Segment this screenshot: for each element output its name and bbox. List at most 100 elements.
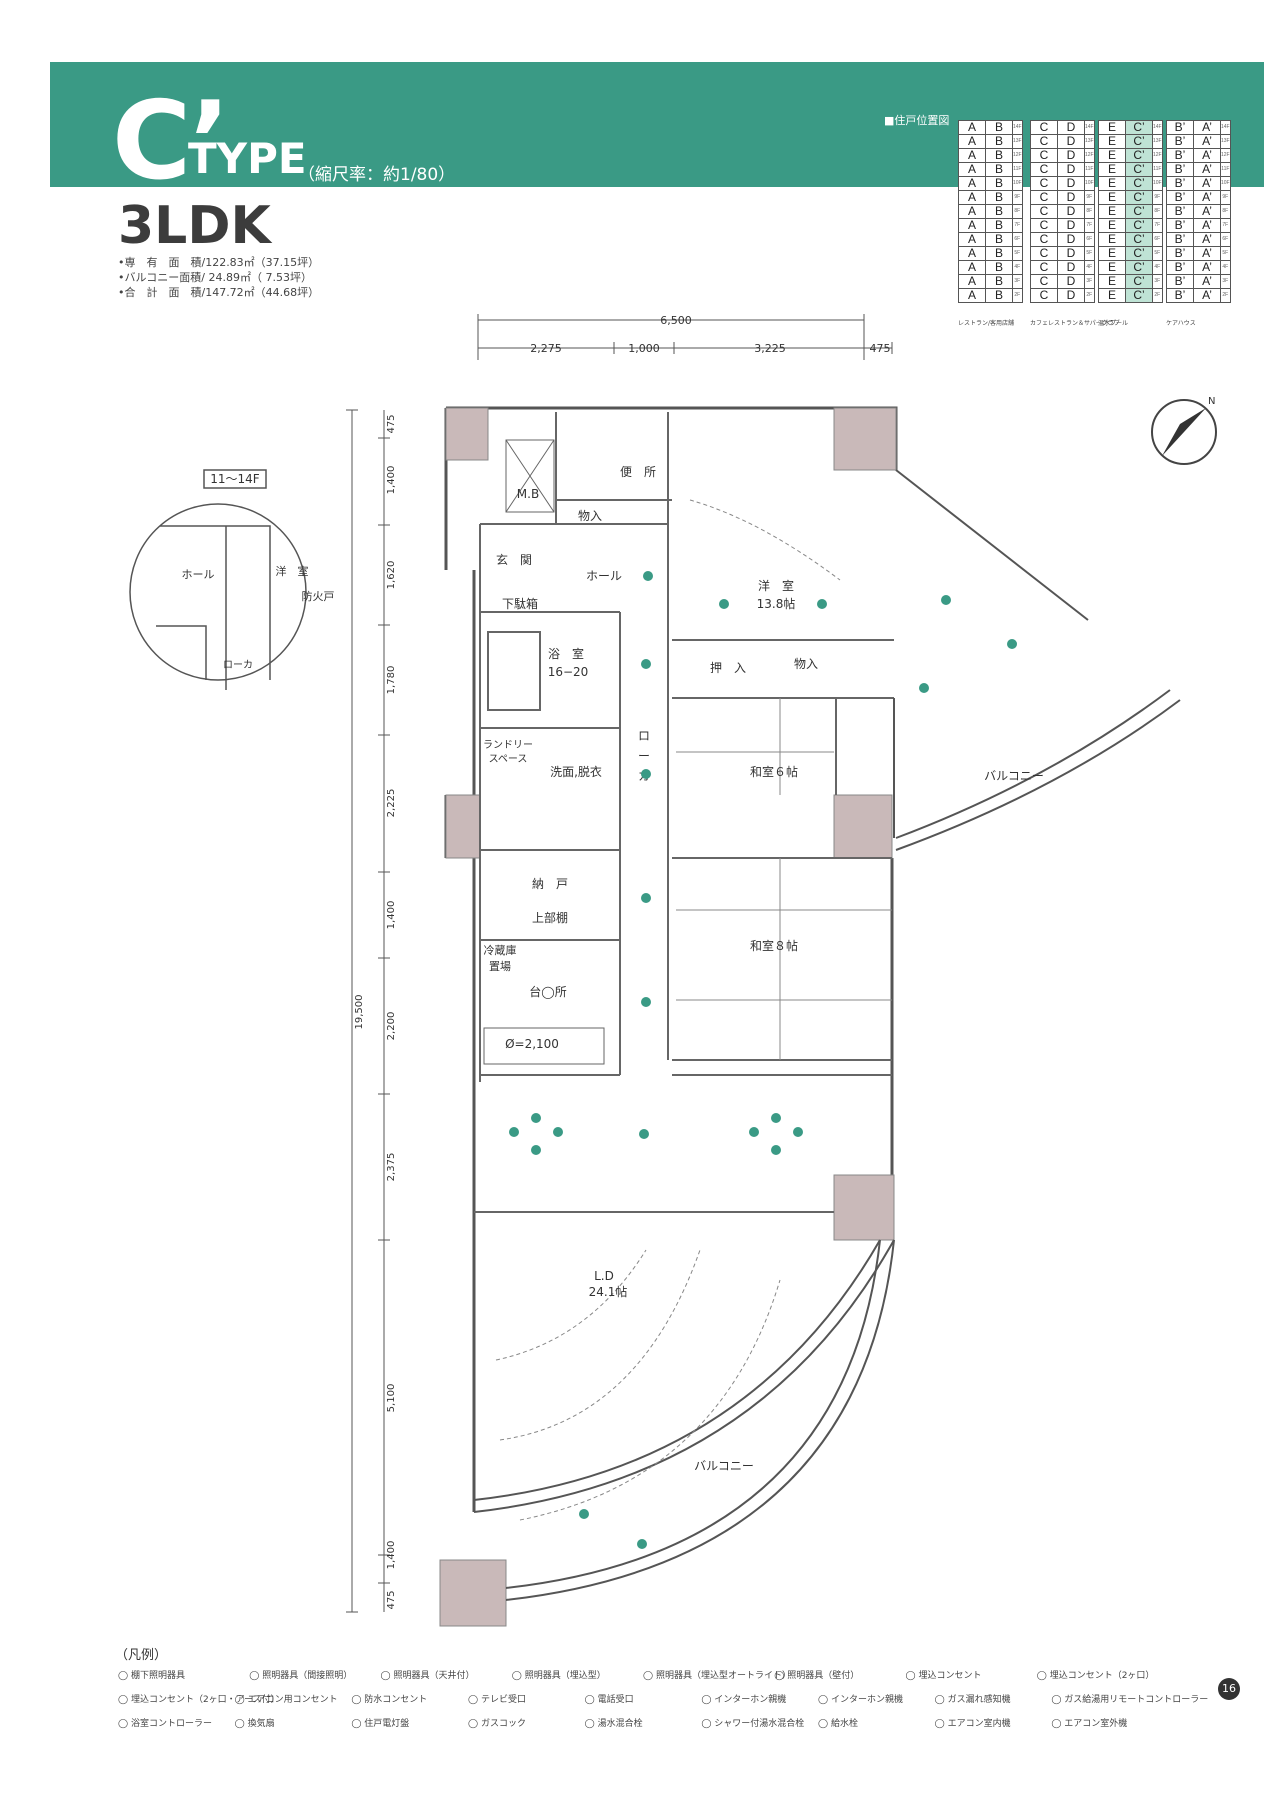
- tatami-8: [676, 858, 892, 1060]
- label-western-size: 13.8帖: [757, 596, 796, 611]
- area-total: •合 計 面 積/147.72㎡（44.68坪）: [118, 286, 320, 299]
- position-cell: B’: [1166, 274, 1194, 289]
- dim-left-total: 19,500: [354, 995, 365, 1030]
- legend-item: ◯ インターホン親機: [818, 1692, 903, 1705]
- legend-item: ◯ テレビ受口: [468, 1692, 526, 1705]
- position-cell: C’: [1125, 148, 1153, 163]
- legend-label: 湯水混合栓: [597, 1719, 643, 1729]
- legend-symbol-icon: ◯: [584, 1719, 598, 1729]
- label-corridor-2: ー: [638, 749, 650, 763]
- legend-symbol-icon: ◯: [905, 1671, 919, 1681]
- floor-plan: N: [129, 314, 1217, 1627]
- position-cell: A’: [1193, 162, 1221, 177]
- dim-top-2: 1,000: [628, 342, 660, 355]
- legend-item: ◯ 埋込コンセント（2ヶ口）: [1037, 1668, 1155, 1681]
- legend-symbol-icon: ◯: [934, 1719, 948, 1729]
- layout-title: 3LDK: [118, 196, 271, 256]
- position-cell: D: [1057, 218, 1085, 233]
- position-map-title: ■住戸位置図: [884, 114, 950, 127]
- legend-symbol-icon: ◯: [380, 1671, 394, 1681]
- dim-left-1: 475: [386, 414, 397, 433]
- position-cell: B: [985, 274, 1013, 289]
- label-japanese-8: 和室８帖: [750, 938, 798, 953]
- dim-left-7: 2,200: [386, 1012, 397, 1041]
- position-cell: A’: [1193, 190, 1221, 205]
- closet-arc: [689, 499, 841, 581]
- legend-item: ◯ 給水栓: [818, 1716, 858, 1729]
- position-cell: A’: [1193, 120, 1221, 135]
- scale-text: （縮尺率：約1/80）: [298, 165, 456, 185]
- position-cell: D: [1057, 260, 1085, 275]
- legend-symbol-icon: ◯: [118, 1695, 131, 1705]
- position-cell: C’: [1125, 190, 1153, 205]
- inset-floor-label: 11〜14F: [210, 472, 260, 486]
- position-cell: A’: [1193, 218, 1221, 233]
- position-cell: A: [958, 288, 986, 303]
- upper-balcony: [893, 469, 1181, 851]
- legend-symbol-icon: ◯: [118, 1719, 131, 1729]
- position-cell: E: [1098, 162, 1126, 177]
- legend-symbol-icon: ◯: [351, 1695, 365, 1705]
- position-cell: D: [1057, 176, 1085, 191]
- label-entrance: 玄 関: [496, 552, 532, 567]
- legend-symbol-icon: ◯: [818, 1695, 831, 1705]
- legend-symbol-icon: ◯: [1036, 1671, 1050, 1681]
- label-upper-shelf: 上部棚: [532, 910, 568, 925]
- legend-symbol-icon: ◯: [643, 1671, 656, 1681]
- label-fridge1: 冷蔵庫: [484, 943, 517, 957]
- position-map-label: ケアハウス: [1166, 320, 1196, 327]
- position-cell: B’: [1166, 260, 1194, 275]
- legend-symbol-icon: ◯: [351, 1719, 365, 1729]
- left-dimensions: [346, 409, 390, 1613]
- label-balcony-upper: バルコニー: [984, 769, 1044, 783]
- label-hall: ホール: [586, 569, 622, 583]
- position-cell: A’: [1193, 246, 1221, 261]
- position-cell: B’: [1166, 190, 1194, 205]
- position-cell: A’: [1193, 288, 1221, 303]
- position-cell: C’: [1125, 162, 1153, 177]
- legend-item: ◯ 埋込コンセント（2ヶ口・アース付）: [118, 1692, 280, 1705]
- position-cell: B’: [1166, 162, 1194, 177]
- position-cell: E: [1098, 260, 1126, 275]
- legend-label: 埋込コンセント: [918, 1671, 982, 1681]
- legend-item: ◯ 防水コンセント: [351, 1692, 427, 1705]
- position-cell: D: [1057, 134, 1085, 149]
- tatami-6: [676, 698, 834, 795]
- position-cell: D: [1057, 288, 1085, 303]
- position-map-label: 温水プール: [1098, 320, 1129, 327]
- position-cell: D: [1057, 190, 1085, 205]
- position-cell: C’: [1125, 288, 1153, 303]
- dim-left-3: 1,620: [386, 561, 397, 590]
- label-laundry2: スペース: [489, 754, 528, 765]
- label-laundry1: ランドリー: [483, 739, 533, 751]
- legend-symbol-icon: ◯: [701, 1719, 715, 1729]
- dim-left-9: 5,100: [386, 1384, 397, 1413]
- position-cell: B’: [1166, 218, 1194, 233]
- legend-item: ◯ 換気扇: [235, 1716, 275, 1729]
- legend-label: エアコン用コンセント: [247, 1695, 338, 1705]
- position-cell: C: [1030, 232, 1058, 247]
- ld-balcony: [473, 1239, 895, 1601]
- area-exclusive: •専 有 面 積/122.83㎡（37.15坪）: [118, 256, 320, 269]
- legend-label: ガス給湯用リモートコントローラー: [1064, 1695, 1209, 1705]
- legend-symbol-icon: ◯: [234, 1695, 248, 1705]
- label-counter: Ø=2,100: [505, 1037, 559, 1051]
- label-bath: 浴 室: [548, 646, 584, 661]
- position-cell: B: [985, 204, 1013, 219]
- position-cell: A: [958, 204, 986, 219]
- position-cell: B’: [1166, 148, 1194, 163]
- legend-label: ガス漏れ感知機: [947, 1695, 1011, 1705]
- inset-western: 洋 室: [276, 564, 309, 578]
- legend-item: ◯ 照明器具（壁付）: [774, 1668, 859, 1681]
- position-cell: A: [958, 232, 986, 247]
- legend-symbol-icon: ◯: [468, 1719, 481, 1729]
- legend-label: 棚下照明器具: [130, 1671, 185, 1681]
- dim-top-4: 475: [870, 342, 891, 355]
- legend-item: ◯ 照明器具（間接照明）: [249, 1668, 352, 1681]
- position-cell: B: [985, 260, 1013, 275]
- legend-label: 照明器具（間接照明）: [262, 1671, 353, 1681]
- legend-item: ◯ エアコン室外機: [1051, 1716, 1127, 1729]
- legend-symbol-icon: ◯: [818, 1719, 831, 1729]
